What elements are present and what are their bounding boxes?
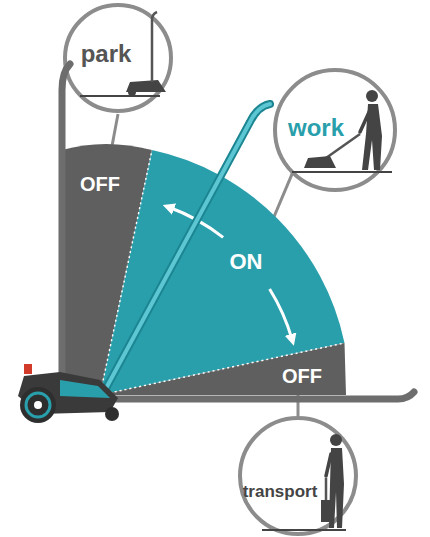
person-body: [362, 104, 382, 170]
swing-arrow: [270, 289, 293, 340]
state-label: OFF: [282, 365, 322, 387]
handle-transport: [104, 392, 414, 399]
mini-handle: [326, 134, 360, 158]
state-label: work: [288, 115, 344, 141]
state-label: OFF: [80, 173, 120, 195]
handle-work: [104, 104, 270, 392]
handle-park: [62, 64, 70, 392]
state-circle-shape: [240, 418, 356, 534]
text-anchor: park: [106, 54, 157, 80]
state-label: transport: [243, 483, 318, 502]
state-label: park: [81, 41, 132, 67]
leader-line: [112, 114, 118, 146]
person-arm: [360, 110, 370, 132]
mower-wheel: [34, 401, 42, 409]
ground-line: [80, 95, 160, 97]
mower-flag: [24, 364, 32, 374]
person-arm: [326, 454, 331, 476]
person-head: [366, 90, 378, 102]
mower-wheel: [26, 393, 50, 417]
text-anchor: OFF: [100, 184, 140, 206]
state-label: ON: [230, 250, 263, 274]
mower-wheel: [105, 407, 119, 421]
handle-work: [104, 104, 270, 392]
state-circle: park: [62, 2, 174, 114]
person-head: [330, 434, 342, 446]
mini-wheel: [128, 88, 136, 96]
mini-handle: [152, 12, 157, 82]
mower-wheel: [20, 387, 56, 423]
ground-line: [262, 529, 346, 531]
text-anchor: work: [316, 128, 372, 154]
text-anchor: ON: [246, 262, 279, 286]
off-sector-shape: [100, 343, 346, 395]
state-circle-shape: [275, 70, 395, 190]
leader-line: [274, 172, 293, 217]
mower-body: [60, 380, 110, 398]
ground-line: [292, 171, 392, 173]
mini-mower: [304, 156, 336, 168]
state-circle-shape: [65, 5, 171, 111]
dotted-boundary: [100, 343, 345, 395]
text-anchor: OFF: [302, 376, 342, 398]
mini-mower: [321, 500, 330, 522]
